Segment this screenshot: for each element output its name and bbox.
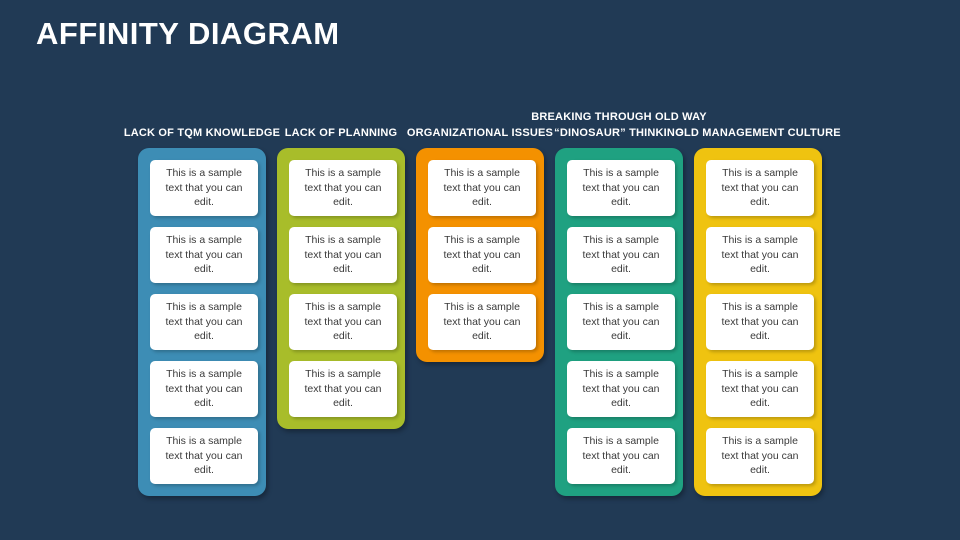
sticky-note-card[interactable]: This is a sample text that you can edit. <box>706 160 814 216</box>
sticky-note-card[interactable]: This is a sample text that you can edit. <box>289 227 397 283</box>
card-text: This is a sample text that you can edit. <box>165 234 243 276</box>
sticky-note-card[interactable]: This is a sample text that you can edit. <box>150 294 258 350</box>
sticky-note-card[interactable]: This is a sample text that you can edit. <box>706 294 814 350</box>
page-title: AFFINITY DIAGRAM <box>36 16 340 51</box>
column-cards: This is a sample text that you can edit.… <box>289 160 397 417</box>
sticky-note-card[interactable]: This is a sample text that you can edit. <box>150 160 258 216</box>
sticky-note-card[interactable]: This is a sample text that you can edit. <box>289 361 397 417</box>
column-header: LACK OF TQM KNOWLEDGE <box>123 126 281 139</box>
card-text: This is a sample text that you can edit. <box>582 167 660 209</box>
column-cards: This is a sample text that you can edit.… <box>567 160 675 484</box>
sticky-note-card[interactable]: This is a sample text that you can edit. <box>150 428 258 484</box>
card-text: This is a sample text that you can edit. <box>304 167 382 209</box>
card-text: This is a sample text that you can edit. <box>443 167 521 209</box>
sticky-note-card[interactable]: This is a sample text that you can edit. <box>428 160 536 216</box>
card-text: This is a sample text that you can edit. <box>582 435 660 477</box>
card-text: This is a sample text that you can edit. <box>304 368 382 410</box>
sticky-note-card[interactable]: This is a sample text that you can edit. <box>428 227 536 283</box>
sticky-note-card[interactable]: This is a sample text that you can edit. <box>289 294 397 350</box>
sticky-note-card[interactable]: This is a sample text that you can edit. <box>567 294 675 350</box>
sticky-note-card[interactable]: This is a sample text that you can edit. <box>428 294 536 350</box>
column-header: OLD MANAGEMENT CULTURE <box>675 126 841 139</box>
column-header: LACK OF PLANNING <box>284 126 398 139</box>
affinity-column-3: ORGANIZATIONAL ISSUES This is a sample te… <box>407 60 553 520</box>
affinity-column-1: LACK OF TQM KNOWLEDGE This is a sample te… <box>124 60 280 520</box>
sticky-note-card[interactable]: This is a sample text that you can edit. <box>289 160 397 216</box>
sticky-note-card[interactable]: This is a sample text that you can edit. <box>706 428 814 484</box>
sticky-note-card[interactable]: This is a sample text that you can edit. <box>706 361 814 417</box>
card-text: This is a sample text that you can edit. <box>304 234 382 276</box>
card-text: This is a sample text that you can edit. <box>721 234 799 276</box>
sticky-note-card[interactable]: This is a sample text that you can edit. <box>567 361 675 417</box>
sticky-note-card[interactable]: This is a sample text that you can edit. <box>706 227 814 283</box>
card-text: This is a sample text that you can edit. <box>165 167 243 209</box>
card-text: This is a sample text that you can edit. <box>165 301 243 343</box>
card-text: This is a sample text that you can edit. <box>443 234 521 276</box>
card-text: This is a sample text that you can edit. <box>443 301 521 343</box>
affinity-column-5: OLD MANAGEMENT CULTURE This is a sample t… <box>675 60 841 520</box>
column-header: ORGANIZATIONAL ISSUES <box>406 126 554 139</box>
card-text: This is a sample text that you can edit. <box>721 301 799 343</box>
affinity-column-2: LACK OF PLANNING This is a sample text th… <box>277 60 405 520</box>
sticky-note-card[interactable]: This is a sample text that you can edit. <box>567 160 675 216</box>
column-cards: This is a sample text that you can edit.… <box>150 160 258 484</box>
card-text: This is a sample text that you can edit. <box>721 435 799 477</box>
card-text: This is a sample text that you can edit. <box>165 435 243 477</box>
affinity-columns-container: LACK OF TQM KNOWLEDGE This is a sample te… <box>124 60 841 520</box>
card-text: This is a sample text that you can edit. <box>304 301 382 343</box>
sticky-note-card[interactable]: This is a sample text that you can edit. <box>150 227 258 283</box>
sticky-note-card[interactable]: This is a sample text that you can edit. <box>150 361 258 417</box>
sticky-note-card[interactable]: This is a sample text that you can edit. <box>567 227 675 283</box>
card-text: This is a sample text that you can edit. <box>165 368 243 410</box>
column-header: BREAKING THROUGH OLD WAY “DINOSAUR” THIN… <box>531 111 707 139</box>
affinity-column-4: BREAKING THROUGH OLD WAY “DINOSAUR” THIN… <box>531 60 707 520</box>
card-text: This is a sample text that you can edit. <box>721 368 799 410</box>
column-cards: This is a sample text that you can edit.… <box>428 160 536 350</box>
sticky-note-card[interactable]: This is a sample text that you can edit. <box>567 428 675 484</box>
card-text: This is a sample text that you can edit. <box>582 234 660 276</box>
column-cards: This is a sample text that you can edit.… <box>706 160 814 484</box>
card-text: This is a sample text that you can edit. <box>721 167 799 209</box>
card-text: This is a sample text that you can edit. <box>582 301 660 343</box>
card-text: This is a sample text that you can edit. <box>582 368 660 410</box>
